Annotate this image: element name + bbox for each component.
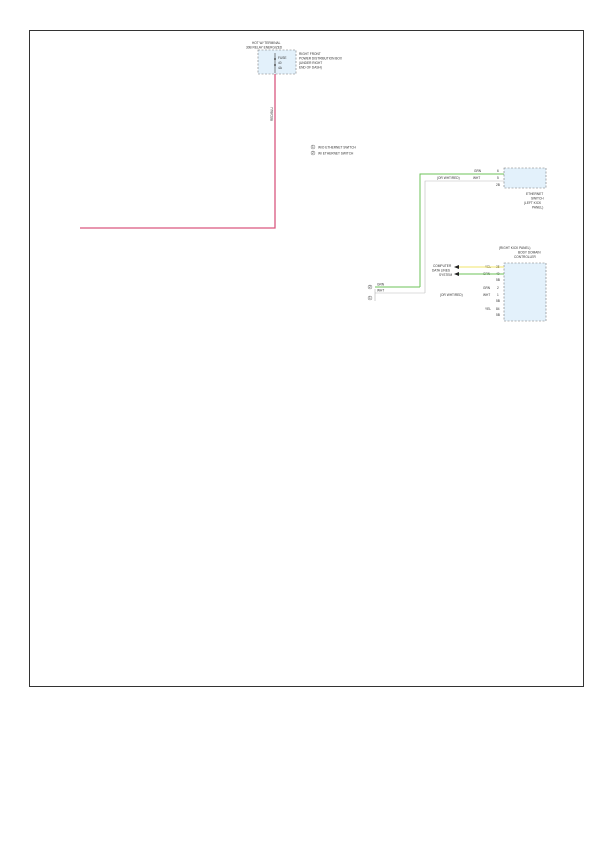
power-header-1: HOT W/ TERMINAL [252,41,281,45]
svg-text:WHT: WHT [483,293,490,297]
svg-text:6: 6 [497,169,499,173]
svg-text:5B: 5B [496,313,500,317]
svg-text:SWITCH: SWITCH [531,197,544,201]
svg-text:1: 1 [497,293,499,297]
legend-w-ethernet: W/ ETHERNET SWITCH [318,152,354,156]
legend-wo-ethernet: W/O ETHERNET SWITCH [318,146,357,150]
svg-text:GRN: GRN [377,283,385,287]
arrow-icon [454,265,459,269]
svg-text:BODY DOMAIN: BODY DOMAIN [518,251,541,255]
svg-text:5: 5 [497,176,499,180]
svg-text:2B: 2B [496,183,500,187]
svg-text:GRN: GRN [474,169,482,173]
svg-text:5B: 5B [496,278,500,282]
wiring-diagram: HOT W/ TERMINAL 30B RELAY ENERGIZED FUSE… [80,41,547,322]
legend: 1 W/O ETHERNET SWITCH 2 W/ ETHERNET SWIT… [310,144,357,156]
svg-text:2: 2 [497,286,499,290]
fuse-number: 40 [278,61,282,65]
fuse-amperage: 4A [278,66,283,70]
svg-text:2: 2 [312,151,314,155]
body-domain-controller: (RIGHT KICK PANEL) BODY DOMAIN CONTROLLE… [432,246,547,322]
svg-text:2: 2 [369,285,371,289]
svg-text:DATA LINES: DATA LINES [432,269,450,273]
svg-text:(OR WHT/RED): (OR WHT/RED) [437,176,460,180]
svg-text:WHT: WHT [473,176,480,180]
svg-text:SYSTEM: SYSTEM [439,273,452,277]
power-location-4: END OF DASH) [299,66,322,70]
svg-text:COMPUTER: COMPUTER [433,264,452,268]
arrow-icon [454,272,459,276]
svg-text:WHT: WHT [377,289,384,293]
svg-text:ETHERNET: ETHERNET [526,192,543,196]
svg-text:5B: 5B [496,299,500,303]
ethernet-switch: ETHERNET SWITCH (LEFT KICK PANEL) GRN 6 … [437,167,547,210]
svg-text:84: 84 [496,307,500,311]
diagram-frame: HOT W/ TERMINAL 30B RELAY ENERGIZED FUSE… [29,30,584,687]
power-location-3: (UNDER RIGHT [299,61,322,65]
svg-text:YEL: YEL [485,307,491,311]
power-location-2: POWER DISTRIBUTION BOX [299,57,343,61]
svg-text:(RIGHT KICK PANEL): (RIGHT KICK PANEL) [499,246,530,250]
svg-text:GRN: GRN [483,286,491,290]
power-wire-label: RED/BLU [270,106,274,121]
svg-text:1: 1 [369,296,371,300]
power-header-2: 30B RELAY ENERGIZED [246,46,283,50]
wire-red-blu-power [80,74,276,229]
svg-text:CONTROLLER: CONTROLLER [514,255,536,259]
svg-text:(LEFT KICK: (LEFT KICK [524,201,542,205]
svg-text:(OR WHT/RED): (OR WHT/RED) [440,293,463,297]
svg-text:PANEL): PANEL) [532,206,543,210]
svg-text:1: 1 [312,145,314,149]
fuse-label: FUSE [278,56,287,60]
power-distribution-box: HOT W/ TERMINAL 30B RELAY ENERGIZED FUSE… [246,41,343,75]
power-location-1: RIGHT FRONT [299,52,321,56]
